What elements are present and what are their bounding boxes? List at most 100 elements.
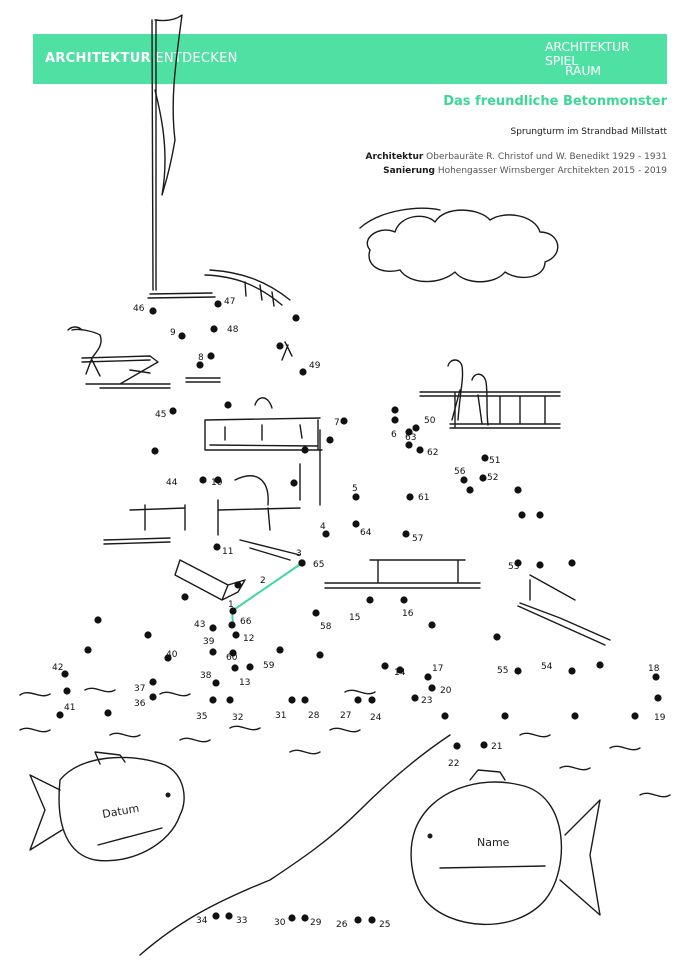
unlabeled-dot <box>441 712 449 720</box>
unlabeled-dot <box>571 712 579 720</box>
unlabeled-dot <box>144 631 152 639</box>
dot-10 <box>214 476 222 484</box>
dot-58 <box>312 609 320 617</box>
dot-60 <box>229 649 237 657</box>
dot-46 <box>149 307 157 315</box>
header-banner: ARCHITEKTUR ENTDECKEN ARCHITEKTUR SPIEL … <box>33 34 667 84</box>
dot-number-63: 63 <box>405 433 416 443</box>
dot-number-1: 1 <box>228 600 234 610</box>
unlabeled-dot <box>514 559 522 567</box>
dot-number-16: 16 <box>402 609 414 619</box>
dot-number-52: 52 <box>487 473 498 483</box>
dot-number-54: 54 <box>541 662 553 672</box>
dot-number-33: 33 <box>236 916 247 926</box>
dot-number-38: 38 <box>200 671 212 681</box>
dot-number-35: 35 <box>196 712 207 722</box>
flag-pole <box>151 19 157 291</box>
dot-56 <box>460 476 468 484</box>
dot-50 <box>412 424 420 432</box>
dot-9 <box>178 332 186 340</box>
dot-35 <box>209 696 217 704</box>
dot-11 <box>213 543 221 551</box>
unlabeled-dot <box>514 486 522 494</box>
dot-19 <box>654 694 662 702</box>
dot-29 <box>301 914 309 922</box>
logo-line-3: RAUM <box>565 63 601 78</box>
columns <box>299 429 321 506</box>
dot-21 <box>480 741 488 749</box>
date-line <box>97 827 163 846</box>
dot-number-55: 55 <box>497 666 508 676</box>
unlabeled-dot <box>493 633 501 641</box>
credit-renovation: Sanierung Hohengasser Wirnsberger Archit… <box>383 166 667 176</box>
dot-1 <box>229 607 237 615</box>
dot-41 <box>63 687 71 695</box>
unlabeled-dot <box>391 416 399 424</box>
logo-line-1: ARCHITEKTUR <box>545 39 630 54</box>
dot-16 <box>400 596 408 604</box>
tower-stroke <box>281 341 293 361</box>
dot-number-11: 11 <box>222 547 233 557</box>
dot-number-59: 59 <box>263 661 275 671</box>
dot-59 <box>246 663 254 671</box>
dot-number-14: 14 <box>394 668 406 678</box>
series-title-bold: ARCHITEKTUR <box>45 51 151 66</box>
dot-number-46: 46 <box>133 304 145 314</box>
dot-66 <box>228 621 236 629</box>
lower-structure <box>129 475 301 536</box>
dot-number-37: 37 <box>134 684 145 694</box>
dot-57 <box>402 530 410 538</box>
dot-number-61: 61 <box>418 493 429 503</box>
dot-number-8: 8 <box>198 353 204 363</box>
arch <box>254 397 273 409</box>
dot-number-27: 27 <box>340 711 351 721</box>
dot-number-18: 18 <box>648 664 660 674</box>
page-title: Das freundliche Betonmonster <box>443 94 667 109</box>
unlabeled-dot <box>224 401 232 409</box>
dot-48 <box>210 325 218 333</box>
dot-51 <box>481 454 489 462</box>
unlabeled-dot <box>56 711 64 719</box>
dot-43 <box>209 624 217 632</box>
dot-number-47: 47 <box>224 297 235 307</box>
dot-number-6: 6 <box>391 430 397 440</box>
dot-36 <box>149 693 157 701</box>
dot-6 <box>405 441 413 449</box>
unlabeled-dot <box>301 446 309 454</box>
dot-number-3: 3 <box>296 549 302 559</box>
dot-20 <box>428 684 436 692</box>
dot-number-42: 42 <box>52 663 63 673</box>
site-name: Sprungturm im Strandbad Millstatt <box>510 127 667 137</box>
dot-27 <box>354 696 362 704</box>
dot-number-34: 34 <box>196 916 208 926</box>
dot-64 <box>352 520 360 528</box>
unlabeled-dot <box>290 479 298 487</box>
name-line <box>439 865 546 869</box>
dot-26 <box>354 916 362 924</box>
dot-25 <box>368 916 376 924</box>
dot-number-53: 53 <box>508 562 519 572</box>
dot-number-62: 62 <box>427 448 438 458</box>
unlabeled-dot <box>536 511 544 519</box>
dot-63 <box>405 428 413 436</box>
dot-31 <box>288 696 296 704</box>
dot-number-29: 29 <box>310 918 322 928</box>
dot-4 <box>322 530 330 538</box>
dot-number-20: 20 <box>440 686 452 696</box>
dot-number-9: 9 <box>170 328 176 338</box>
dot-number-7: 7 <box>334 418 340 428</box>
dot-number-21: 21 <box>491 742 502 752</box>
unlabeled-dot <box>596 661 604 669</box>
dot-number-60: 60 <box>226 653 238 663</box>
dot-37 <box>149 678 157 686</box>
unlabeled-dot <box>536 561 544 569</box>
unlabeled-dot <box>84 646 92 654</box>
cloud-line <box>359 207 441 229</box>
date-label: Datum <box>101 802 140 821</box>
dot-number-43: 43 <box>194 620 205 630</box>
fish-left-outline <box>29 756 185 862</box>
dot-number-36: 36 <box>134 699 146 709</box>
dot-49 <box>299 368 307 376</box>
tower-top <box>147 269 291 307</box>
dot-24 <box>368 696 376 704</box>
